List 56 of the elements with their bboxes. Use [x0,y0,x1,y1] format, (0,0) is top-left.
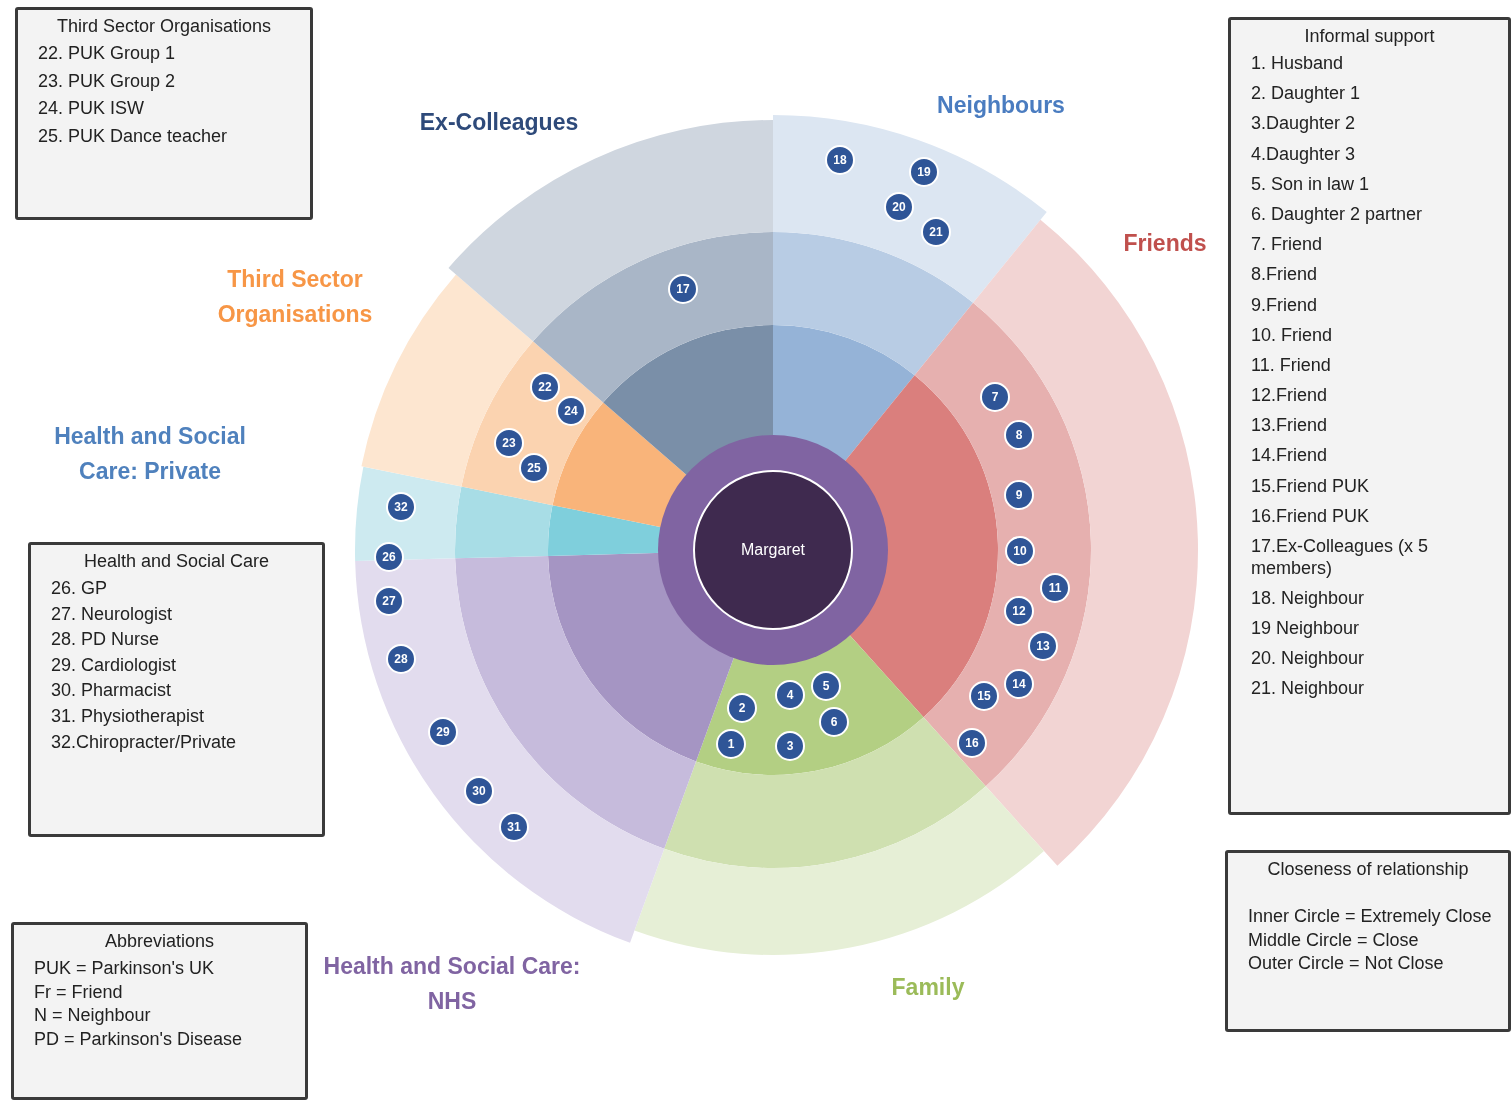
category-label: Third Sector Organisations [216,264,374,329]
info-panel [15,7,313,220]
list-item: 26. GP [51,578,109,600]
panel-heading: Third Sector Organisations [55,16,273,37]
list-item: 31. Physiotherapist [51,705,206,728]
list-item: 15.Friend PUK [1251,475,1371,498]
list-item: Fr = Friend [34,981,124,1004]
category-label: Health and Social Care: NHS [322,951,582,1015]
list-item: Inner Circle = Extremely Close [1248,906,1493,928]
list-item: 19 Neighbour [1251,617,1361,640]
info-panel [1228,17,1511,815]
list-item: 2. Daughter 1 [1251,83,1362,105]
list-item: 32.Chiropracter/Private [51,731,238,754]
info-panel [28,542,325,837]
list-item: Outer Circle = Not Close [1248,953,1445,975]
list-item: 14.Friend [1251,445,1329,468]
category-label: Neighbours [936,90,1066,120]
list-item: 22. PUK Group 1 [38,43,177,65]
list-item: 9.Friend [1251,294,1319,317]
list-item: 20. Neighbour [1251,648,1366,670]
list-item: 30. Pharmacist [51,680,173,702]
list-item: 23. PUK Group 2 [38,70,177,93]
list-item: 16.Friend PUK [1251,505,1371,528]
list-item: 4.Daughter 3 [1251,143,1357,166]
list-item: PUK = Parkinson's UK [34,958,215,980]
panel-heading: Informal support [1303,26,1436,47]
list-item: Middle Circle = Close [1248,929,1420,952]
category-label: Health and Social Care: Private [53,421,247,485]
list-item: 17.Ex-Colleagues (x 5 members) [1251,536,1430,580]
list-item: 6. Daughter 2 partner [1251,203,1424,226]
list-item: 13.Friend [1251,415,1329,437]
list-item: 7. Friend [1251,234,1324,256]
list-item: 24. PUK ISW [38,98,146,120]
panel-heading: Abbreviations [103,931,216,952]
category-label: Ex-Colleagues [418,107,580,137]
list-item: 3.Daughter 2 [1251,113,1357,135]
list-item: 11. Friend [1251,354,1332,377]
panel-heading: Closeness of relationship [1266,859,1470,880]
info-panel [11,922,308,1100]
list-item: 1. Husband [1251,53,1345,75]
category-label: Friends [1122,228,1208,258]
list-item: 10. Friend [1251,324,1334,347]
list-item: 8.Friend [1251,264,1319,286]
category-label: Family [890,972,966,1002]
list-item: 28. PD Nurse [51,629,161,651]
list-item: 21. Neighbour [1251,678,1366,700]
list-item: 25. PUK Dance teacher [38,125,229,148]
panel-heading: Health and Social Care [82,551,271,572]
list-item: PD = Parkinson's Disease [34,1028,244,1051]
list-item: 12.Friend [1251,385,1329,407]
list-item: 27. Neurologist [51,603,174,626]
list-item: 29. Cardiologist [51,654,178,677]
info-panel [1225,850,1511,1032]
list-item: 5. Son in law 1 [1251,173,1371,196]
list-item: N = Neighbour [34,1005,152,1027]
list-item: 18. Neighbour [1251,587,1366,610]
